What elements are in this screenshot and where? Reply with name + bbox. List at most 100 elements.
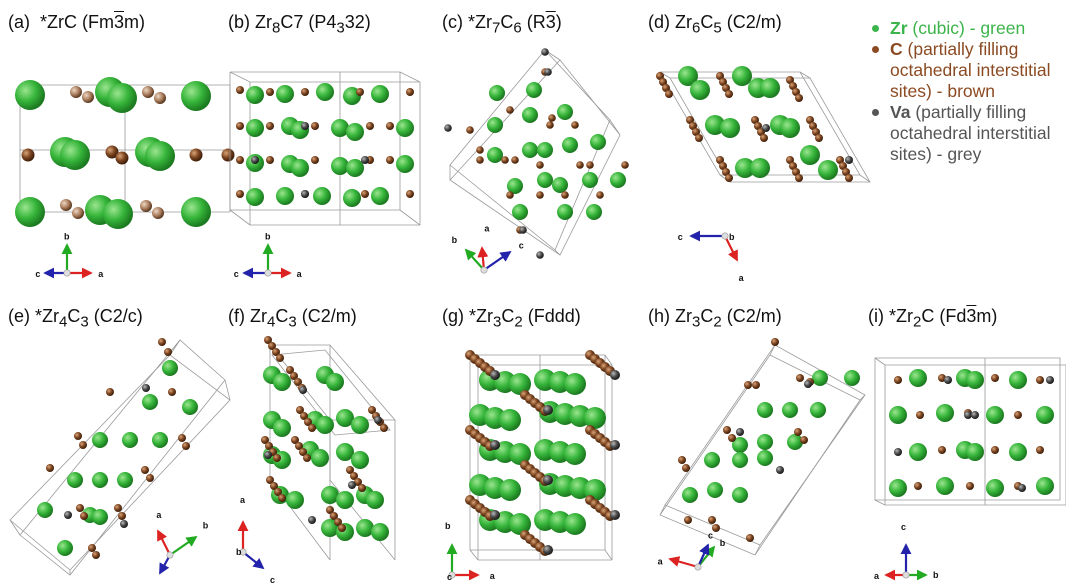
c-atom [118, 512, 126, 520]
c-atom [728, 434, 736, 442]
cell-edge [399, 209, 421, 226]
zr-atom [489, 85, 505, 101]
zr-atom [780, 118, 800, 138]
zr-atom [1036, 406, 1054, 424]
zr-atom [331, 119, 349, 137]
c-atom [295, 442, 303, 450]
zr-atom [787, 434, 803, 450]
c-atom [221, 148, 235, 162]
c-atom [72, 207, 84, 219]
axis-a-label: a [98, 269, 104, 279]
c-atom [546, 121, 554, 129]
c-atom [189, 148, 203, 162]
vacancy-site [301, 122, 309, 130]
zr-atom [509, 373, 531, 395]
vacancy-site [536, 251, 544, 259]
c-atom [168, 388, 176, 396]
c-atom [334, 518, 342, 526]
c-atom [114, 504, 122, 512]
cell-edge [874, 499, 886, 506]
zr-atom [181, 81, 211, 111]
cell-edge [659, 504, 666, 516]
zr-atom [966, 371, 984, 389]
zr-atom [326, 373, 344, 391]
c-atom [21, 148, 35, 162]
vacancy-site [610, 370, 620, 380]
zr-atom [757, 434, 773, 450]
vacancy-site [1018, 484, 1026, 492]
c-atom [115, 151, 129, 165]
va-dot-icon [872, 109, 879, 116]
c-atom [304, 418, 312, 426]
zr-atom [812, 370, 828, 386]
vacancy-site [1046, 376, 1054, 384]
cell-face [9, 354, 231, 571]
zr-atom [57, 540, 73, 556]
zr-atom [800, 145, 820, 165]
c-atom [719, 162, 727, 170]
c-atom [751, 116, 759, 124]
zr-atom [682, 487, 698, 503]
zr-atom [321, 486, 339, 504]
vacancy-site [543, 545, 553, 555]
c-atom [792, 168, 800, 176]
c-atom [686, 116, 694, 124]
zr-atom [273, 419, 291, 437]
cell-edge [859, 394, 866, 401]
vacancy-site [845, 156, 853, 164]
axis-b-label: b [452, 235, 458, 245]
vacancy-site [142, 384, 150, 392]
panel-g-title: (g) *Zr3C2 (Fddd) [442, 306, 581, 331]
c-atom [354, 478, 362, 486]
c-atom [754, 122, 762, 130]
vacancy-site [543, 475, 553, 485]
axis-origin [166, 551, 174, 559]
zr-atom [818, 160, 838, 180]
axis-b-label: b [933, 570, 939, 580]
zr-atom [552, 177, 568, 193]
zr-atom [152, 432, 168, 448]
zr-atom [557, 204, 573, 220]
zr-atom [356, 519, 374, 537]
zr-atom [336, 491, 354, 509]
zr-atom [909, 443, 927, 461]
c-atom [366, 122, 374, 130]
c-atom [506, 106, 514, 114]
c-atom [621, 161, 629, 169]
axis-c-label: c [708, 530, 713, 540]
vacancy-site [544, 68, 552, 76]
c-atom [1036, 446, 1044, 454]
zr-atom [1009, 371, 1027, 389]
axis-a-arrow [668, 556, 699, 569]
zr-atom [1009, 443, 1027, 461]
axis-b-label: b [236, 547, 242, 557]
zr-atom [732, 487, 748, 503]
c-atom [346, 466, 354, 474]
c-atom [842, 168, 850, 176]
zr-atom [512, 204, 528, 220]
vacancy-site [971, 411, 979, 419]
c-atom [596, 191, 604, 199]
zr-atom [757, 402, 773, 418]
zr-atom [526, 82, 542, 98]
c-atom [689, 122, 697, 130]
c-atom [752, 381, 760, 389]
zr-atom [760, 78, 780, 98]
zr-atom [92, 472, 108, 488]
zr-atom [936, 404, 954, 422]
c-atom [406, 88, 414, 96]
c-atom [286, 366, 294, 374]
c-atom [476, 156, 484, 164]
zr-atom [346, 159, 364, 177]
vacancy-site [251, 156, 259, 164]
zr-atom [107, 83, 137, 113]
zr-atom [60, 140, 90, 170]
c-atom [368, 406, 376, 414]
c-atom [386, 156, 394, 164]
c-atom [795, 94, 803, 102]
zr-atom [145, 141, 175, 171]
vacancy-site [610, 510, 620, 520]
zr-atom [499, 479, 521, 501]
zr-atom [986, 406, 1004, 424]
c-atom [356, 88, 364, 96]
